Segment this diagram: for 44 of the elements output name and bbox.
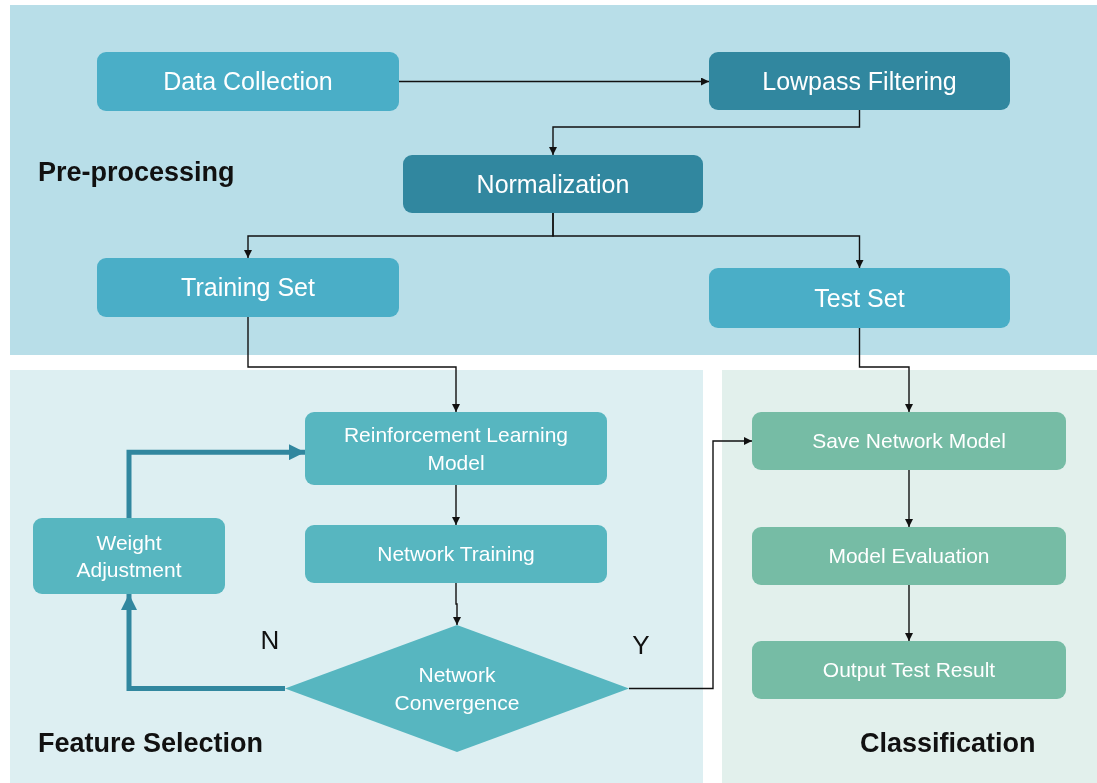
section-heading: Feature Selection bbox=[38, 728, 264, 759]
edge-label: N bbox=[259, 624, 281, 656]
process-box bbox=[752, 641, 1066, 699]
arrow bbox=[552, 212, 864, 269]
node-label: Save Network Model bbox=[812, 428, 1006, 455]
process-box bbox=[752, 527, 1066, 585]
edge-label: Y bbox=[631, 629, 651, 661]
node-label: Normalization bbox=[476, 168, 630, 200]
arrow bbox=[628, 437, 753, 690]
process-box bbox=[305, 412, 607, 485]
node-label: Network Training bbox=[377, 541, 535, 568]
node-label: Output Test Result bbox=[822, 657, 996, 684]
process-box bbox=[752, 412, 1066, 470]
arrow bbox=[452, 484, 460, 526]
node-label: Weight Adjustment bbox=[75, 529, 183, 583]
process-box bbox=[97, 52, 399, 111]
decision-diamond bbox=[285, 625, 629, 752]
node-label: Model Evaluation bbox=[828, 543, 990, 570]
node-label: Training Set bbox=[181, 272, 315, 304]
process-box bbox=[97, 258, 399, 317]
node-label: Test Set bbox=[814, 282, 905, 314]
process-box bbox=[709, 268, 1010, 328]
node-label: Reinforcement Learning Model bbox=[342, 422, 570, 476]
arrow bbox=[905, 584, 913, 642]
arrow bbox=[905, 469, 913, 528]
section-panel bbox=[10, 370, 703, 783]
process-box bbox=[403, 155, 703, 213]
section-heading: Pre-processing bbox=[38, 157, 235, 188]
arrow bbox=[121, 594, 285, 691]
node-label: Data Collection bbox=[163, 66, 333, 98]
node-label: Lowpass Filtering bbox=[762, 65, 957, 97]
process-box bbox=[305, 525, 607, 583]
arrow bbox=[398, 77, 710, 86]
node-label: Network Convergence bbox=[393, 662, 521, 716]
arrow bbox=[549, 109, 861, 156]
section-panel bbox=[10, 5, 1097, 355]
arrow bbox=[247, 316, 460, 413]
process-box bbox=[709, 52, 1010, 110]
section-panel bbox=[722, 370, 1097, 783]
process-box bbox=[33, 518, 225, 594]
section-heading: Classification bbox=[860, 728, 1036, 759]
arrow bbox=[453, 582, 461, 626]
arrow bbox=[858, 327, 913, 413]
arrow bbox=[126, 444, 305, 518]
